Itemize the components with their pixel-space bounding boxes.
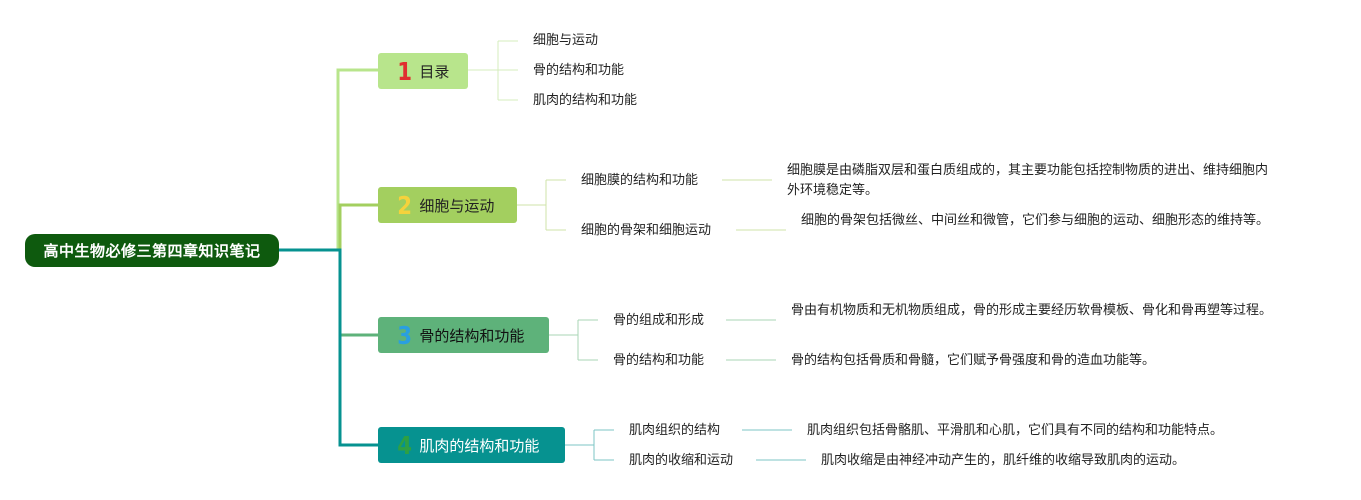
topic-2-child-1[interactable]: 细胞膜的结构和功能: [581, 173, 699, 188]
topic-1-child-3[interactable]: 肌肉的结构和功能: [533, 93, 638, 108]
topic-2-number: 2: [397, 190, 413, 220]
topic-2-child-2-detail[interactable]: 细胞的骨架包括微丝、中间丝和微管，它们参与细胞的运动、细胞形态的维持等。: [801, 213, 1270, 228]
topic-4-number: 4: [397, 430, 413, 460]
topic-4-label: 肌肉的结构和功能: [419, 436, 540, 455]
topic-3-child-2-detail[interactable]: 骨的结构包括骨质和骨髓，它们赋予骨强度和骨的造血功能等。: [791, 353, 1156, 368]
topic-3-child-2[interactable]: 骨的结构和功能: [613, 353, 705, 368]
topic-4-child-2-detail[interactable]: 肌肉收缩是由神经冲动产生的，肌纤维的收缩导致肌肉的运动。: [821, 453, 1186, 468]
topic-3-child-1[interactable]: 骨的组成和形成: [613, 313, 705, 328]
topic-3-child-1-detail[interactable]: 骨由有机物质和无机物质组成，骨的形成主要经历软骨模板、骨化和骨再塑等过程。: [791, 303, 1273, 318]
topic-3-number: 3: [397, 320, 413, 350]
topic-2-child-1-detail[interactable]: 细胞膜是由磷脂双层和蛋白质组成的，其主要功能包括控制物质的进出、维持细胞内外环境…: [787, 163, 1269, 198]
topic-2-label: 细胞与运动: [419, 196, 495, 215]
topic-2-child-2[interactable]: 细胞的骨架和细胞运动: [581, 223, 712, 238]
topic-4-child-2[interactable]: 肌肉的收缩和运动: [629, 453, 734, 468]
topic-1-node[interactable]: 1 目录: [378, 53, 468, 89]
topic-2-node[interactable]: 2 细胞与运动: [378, 187, 517, 223]
topic-3-label: 骨的结构和功能: [419, 326, 525, 345]
topic-1-label: 目录: [419, 62, 450, 81]
topic-4-child-1[interactable]: 肌肉组织的结构: [629, 423, 721, 438]
topic-4-node[interactable]: 4 肌肉的结构和功能: [378, 427, 565, 463]
root-title: 高中生物必修三第四章知识笔记: [43, 242, 261, 260]
root-node[interactable]: 高中生物必修三第四章知识笔记: [25, 234, 279, 267]
topic-3-node[interactable]: 3 骨的结构和功能: [378, 317, 549, 353]
topic-1-child-2[interactable]: 骨的结构和功能: [533, 63, 625, 78]
topic-1-child-1[interactable]: 细胞与运动: [533, 33, 599, 48]
topic-4-child-1-detail[interactable]: 肌肉组织包括骨骼肌、平滑肌和心肌，它们具有不同的结构和功能特点。: [807, 423, 1224, 438]
topic-1-number: 1: [397, 56, 413, 86]
